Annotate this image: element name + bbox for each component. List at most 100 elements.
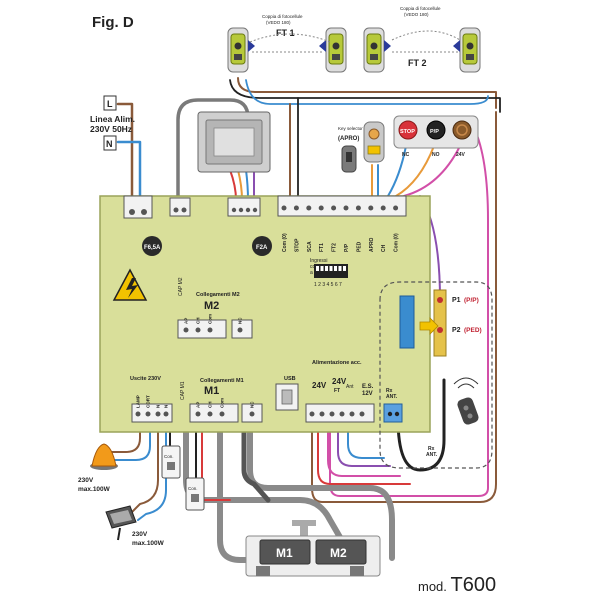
model-label: mod. T600: [418, 574, 496, 597]
figure-label: Fig. D: [92, 14, 134, 31]
capacitor-m1-label: Con.: [188, 486, 198, 491]
model-name: T600: [450, 574, 497, 596]
terminal-label: N: [156, 405, 161, 408]
capacitor-m2-label: Con.: [164, 454, 174, 459]
antenna-rx-bottom: Rx: [428, 446, 435, 452]
terminal-screw: [219, 411, 225, 417]
nc-label: NC: [402, 152, 410, 158]
motor-assembly: M1 M2: [245, 520, 381, 577]
wire-lamp-blue: [111, 419, 151, 461]
p1-sub-label: (P/P): [464, 297, 479, 304]
motor-m2-label: M2: [330, 546, 347, 560]
p1-button-icon: [437, 297, 443, 303]
cap-m1-label: CAP M1: [180, 381, 186, 400]
flood-label-2: max.100W: [132, 540, 165, 547]
fuse-line-label: F6,5A: [144, 245, 161, 251]
wire-photocell-brown-bus: [237, 77, 497, 109]
usb-port: USB: [275, 376, 299, 411]
wire-supply-blue: [347, 419, 385, 459]
capacitor-m2: Con.: [161, 445, 181, 479]
mains-neutral-box: [103, 135, 117, 151]
dip-switch: Ingressi comando a sicurezze 1 2 3 4 5 6…: [310, 258, 348, 288]
terminal-screw: [237, 327, 243, 333]
accessory-supply-block: Alimentazione acc. 24V 24V FT Ant E.S. 1…: [305, 360, 375, 423]
mains-neutral-terminal: N: [106, 139, 113, 149]
mains-title-1: Linea Alim.: [90, 114, 135, 124]
receiver-module: P1 (P/P) P2 (PED) Rx ANT.: [379, 281, 493, 469]
terminal-screw: [339, 411, 345, 417]
wire-photocell-black-bus: [229, 79, 501, 113]
photocell-icon: [319, 27, 347, 73]
pp-button-icon: [426, 120, 446, 140]
pp-label: P/P: [430, 129, 439, 135]
control-board: [99, 195, 431, 433]
terminal-screw: [329, 411, 335, 417]
warning-light-icon: [452, 120, 472, 140]
motor-m1-label: M1: [276, 546, 293, 560]
wire-supply-purple: [337, 419, 391, 467]
motor-m1-icon: [259, 539, 311, 565]
terminal-screw: [306, 205, 312, 211]
terminal-label: APRO: [369, 237, 375, 252]
photocell-icon: [453, 27, 481, 73]
transformer-primary-terminal: [169, 197, 191, 217]
terminal-screw: [319, 411, 325, 417]
stop-button-icon: [398, 120, 418, 140]
stop-label: STOP: [400, 129, 415, 135]
transformer: [197, 111, 271, 173]
supply-es: E.S.: [362, 384, 374, 390]
m1-big-label: M1: [204, 385, 219, 397]
terminal-screw: [135, 411, 141, 417]
ft1-caption: Coppia di fotocellule: [262, 14, 303, 19]
terminal-label: CORT: [146, 395, 151, 408]
supply-24v-1: 24V: [312, 381, 327, 390]
receiver-board: [399, 295, 415, 349]
terminal-screw: [163, 411, 169, 417]
terminal-label: CH: [196, 318, 201, 325]
v24-label: 24V: [456, 152, 466, 158]
supply-es2: 12V: [362, 391, 373, 397]
photocell-icon: [227, 27, 255, 73]
wiring-layer: [107, 77, 501, 563]
p1-label: P1: [452, 297, 461, 304]
key-selector-label: (APRO): [338, 136, 359, 142]
dip-key: [320, 266, 324, 271]
model-prefix: mod.: [418, 579, 447, 594]
fuse-line: F6,5A: [142, 236, 162, 256]
wire-antenna-coax: [396, 378, 446, 472]
terminal-screw: [349, 411, 355, 417]
wire-transformer-primary: [176, 98, 250, 198]
terminal-screw: [343, 205, 349, 211]
mains-terminal-block: [123, 195, 153, 219]
terminal-label: STOP: [294, 238, 300, 252]
dip-key: [325, 266, 328, 271]
terminal-label: FT1: [319, 243, 325, 252]
ft1-beam: [249, 33, 331, 43]
terminal-label: AP: [184, 318, 189, 324]
terminal-label: NC: [238, 317, 243, 324]
terminal-screw: [207, 411, 213, 417]
ft2-caption-2: (VEDO 180): [404, 12, 429, 17]
wire-flood-brown: [131, 419, 159, 513]
usb-label: USB: [284, 376, 296, 382]
terminal-screw: [155, 411, 161, 417]
ft1-caption-2: (VEDO 180): [266, 20, 291, 25]
wire-brown-loop: [311, 111, 497, 503]
p2-sub-label: (PED): [464, 327, 482, 334]
wire-lamp-brown: [107, 419, 141, 453]
dip-key: [316, 266, 319, 271]
m1-title: Collegamenti M1: [200, 378, 244, 384]
wire-photocell-blue-bus: [245, 79, 489, 105]
fuse-accessory-label: F2A: [256, 245, 268, 251]
supply-title: Alimentazione acc.: [312, 360, 362, 366]
key-selector-caption: Key selector: [338, 126, 363, 131]
dip-numbers: 1 2 3 4 5 6 7: [314, 282, 342, 288]
wire-mains-neutral: [116, 140, 142, 198]
wire-flood-blue: [137, 419, 167, 521]
dip-key: [343, 266, 346, 271]
supply-24v-2: 24V: [332, 377, 347, 386]
motor-m2-icon: [315, 539, 367, 565]
terminal-label: CH: [208, 402, 213, 409]
